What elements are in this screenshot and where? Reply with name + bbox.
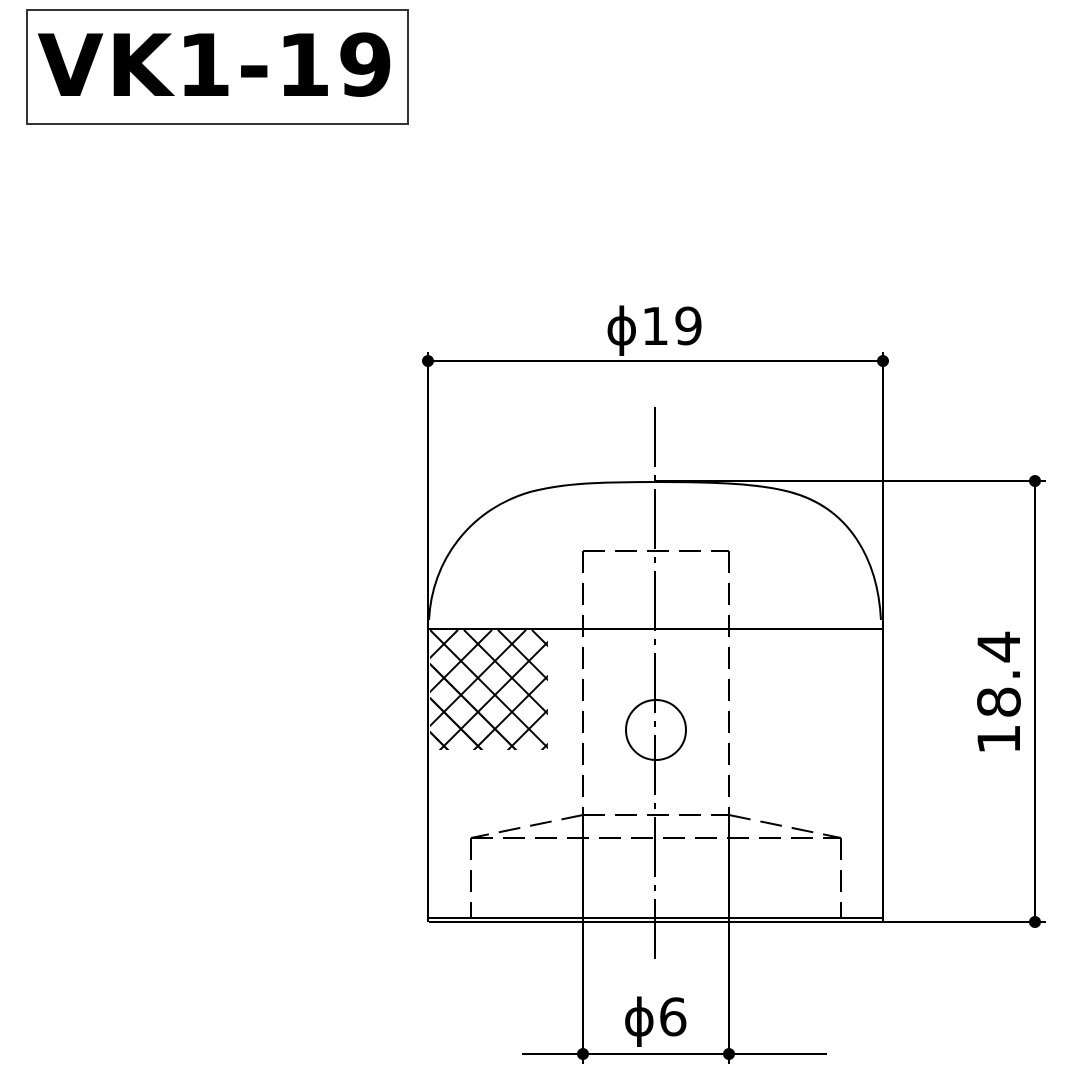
outer-diameter-dimension — [422, 352, 889, 922]
set-screw-hole — [625, 699, 687, 761]
height-dimension — [655, 475, 1046, 928]
outer-diameter-label: ϕ19 — [605, 298, 705, 358]
base-recess-hidden — [470, 814, 842, 918]
dimension-endpoint-dot — [1029, 916, 1041, 928]
dimension-endpoint-dot — [422, 355, 434, 367]
knob-dome-outline — [428, 480, 882, 621]
knurl-pattern — [430, 630, 548, 750]
height-label: 18.4 — [966, 628, 1034, 757]
shaft-bore-hidden — [582, 550, 730, 815]
shaft-diameter-label: ϕ6 — [622, 989, 689, 1049]
model-title: VK1-19 — [37, 17, 398, 117]
dimension-endpoint-dot — [577, 1048, 589, 1060]
shaft-diameter-dimension — [522, 815, 827, 1064]
title-box: VK1-19 — [26, 9, 409, 125]
dimension-endpoint-dot — [877, 355, 889, 367]
dimension-endpoint-dot — [723, 1048, 735, 1060]
dimension-endpoint-dot — [1029, 475, 1041, 487]
